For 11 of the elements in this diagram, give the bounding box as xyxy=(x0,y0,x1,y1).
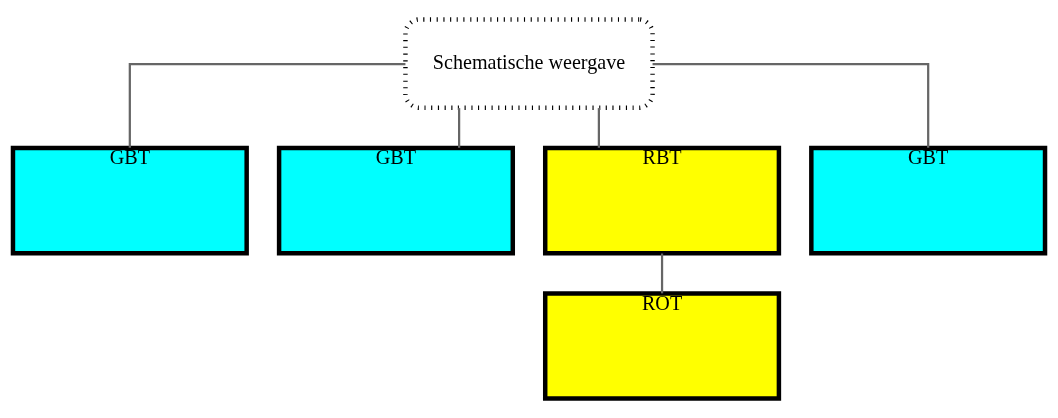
connector xyxy=(660,253,664,294)
node-box: GBT xyxy=(809,145,1048,256)
node-box: GBT xyxy=(10,145,249,256)
node-box: Schematische weergave xyxy=(403,17,655,111)
node-box: GBT xyxy=(276,145,516,256)
connector xyxy=(652,63,930,148)
connector xyxy=(458,108,461,148)
node-box: RBT xyxy=(542,145,782,256)
node-box: ROT xyxy=(542,291,782,401)
connector xyxy=(128,63,406,148)
connector xyxy=(597,108,600,148)
